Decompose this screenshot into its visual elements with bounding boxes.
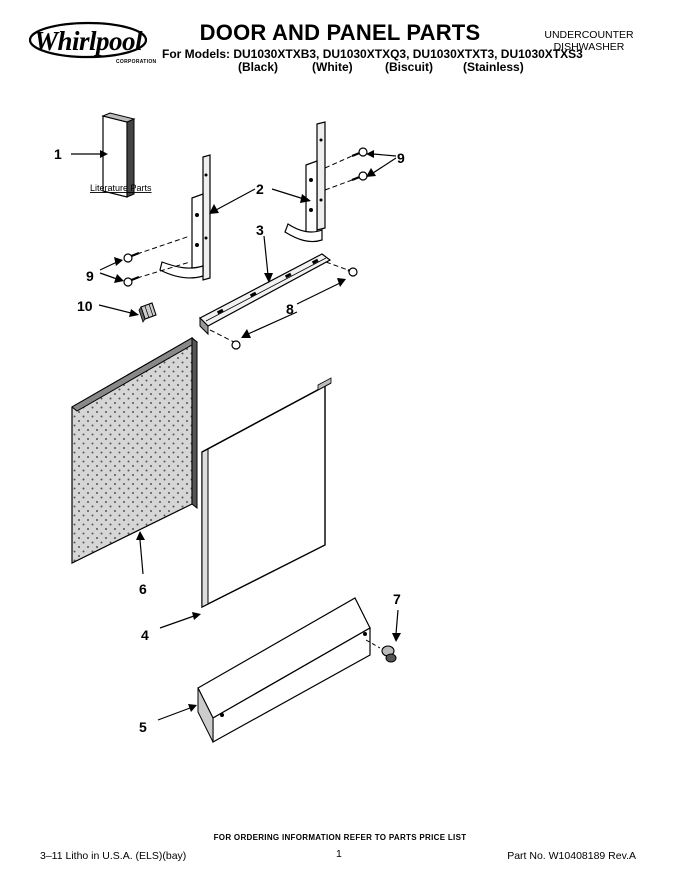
leader-9-left-b [99, 272, 118, 280]
callout-3: 3 [256, 222, 264, 238]
leader-5 [157, 707, 191, 721]
color-stainless: (Stainless) [463, 60, 524, 74]
part-number: Part No. W10408189 Rev.A [507, 850, 636, 862]
leader-9-top-a [372, 153, 397, 157]
toe-panel [197, 597, 371, 744]
leader-10 [98, 304, 132, 314]
leader-7 [395, 609, 399, 635]
callout-6: 6 [139, 581, 147, 597]
panel-support-rail [198, 253, 332, 336]
arrow-2-left-icon [209, 204, 219, 214]
leader-4 [159, 615, 195, 629]
screws-rail [209, 261, 358, 350]
arrow-9-top-b-icon [366, 168, 376, 177]
arrow-9-top-a-icon [366, 150, 374, 158]
callout-2: 2 [256, 181, 264, 197]
literature-parts-label: Literature Parts [90, 183, 152, 193]
litho-info: 3–11 Litho in U.S.A. (ELS)(bay) [40, 850, 187, 862]
screws-left [123, 235, 191, 287]
arrow-8-right-icon [337, 278, 346, 287]
arrow-1-icon [100, 150, 108, 158]
arrow-3-icon [264, 273, 273, 283]
leader-9-top-b [372, 157, 397, 174]
models-line: For Models: DU1030XTXB3, DU1030XTXQ3, DU… [162, 47, 583, 61]
leader-6 [139, 539, 144, 575]
leader-8-left [247, 311, 298, 335]
insulation-panel [71, 336, 198, 564]
callout-4: 4 [141, 627, 149, 643]
page-title: DOOR AND PANEL PARTS [199, 20, 481, 45]
color-white: (White) [312, 60, 353, 74]
literature-parts-book [101, 112, 136, 198]
arrow-9-left-a-icon [114, 257, 123, 266]
model-colors: (Black) (White) (Biscuit) (Stainless) [0, 60, 680, 76]
ordering-note: FOR ORDERING INFORMATION REFER TO PARTS … [213, 833, 467, 842]
left-mounting-bracket [159, 154, 211, 281]
callout-10: 10 [77, 298, 93, 314]
outer-door-panel [201, 377, 332, 609]
arrow-4-icon [192, 612, 201, 620]
arrow-9-left-b-icon [114, 274, 124, 283]
screws-top-right [324, 147, 368, 191]
logo-wordmark: Whirlpool [34, 26, 143, 56]
leader-9-left-a [99, 261, 118, 271]
right-mounting-bracket [284, 121, 326, 243]
callout-9-top: 9 [397, 150, 405, 166]
arrow-7-icon [392, 633, 401, 642]
callout-9-left: 9 [86, 268, 94, 284]
arrow-5-icon [188, 704, 197, 712]
callout-5: 5 [139, 719, 147, 735]
color-biscuit: (Biscuit) [385, 60, 433, 74]
callout-1: 1 [54, 146, 62, 162]
leader-3 [263, 235, 269, 276]
arrow-2-right-icon [300, 194, 311, 203]
callout-7: 7 [393, 591, 401, 607]
arrow-6-icon [136, 531, 145, 540]
panel-clip [138, 302, 157, 323]
logo-subtitle: CORPORATION [116, 59, 157, 65]
callout-8: 8 [286, 301, 294, 317]
page-number: 1 [336, 848, 342, 860]
leader-2-right [271, 188, 305, 200]
arrow-8-left-icon [241, 329, 251, 338]
bumper [365, 639, 397, 663]
leader-8-right [296, 282, 341, 305]
logo-swoosh-icon [28, 21, 148, 59]
color-black: (Black) [238, 60, 279, 74]
product-type: UNDERCOUNTER DISHWASHER [544, 29, 634, 53]
arrow-10-icon [129, 309, 139, 317]
leader-2-left [215, 188, 256, 211]
